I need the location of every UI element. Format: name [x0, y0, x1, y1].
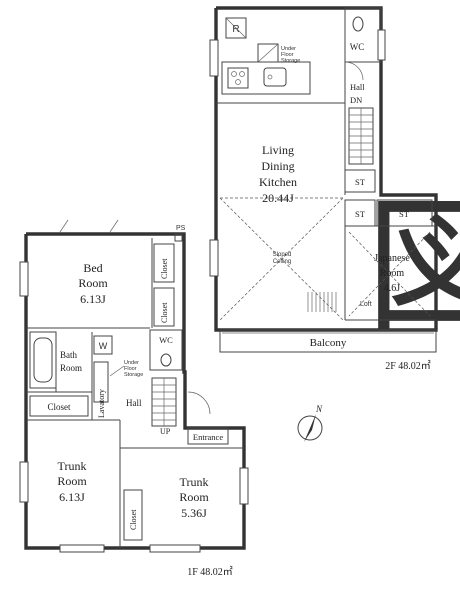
closet-trunk-label: Closet	[129, 509, 138, 530]
toilet-2f-icon	[352, 16, 364, 32]
bath-room-label-1: Bath	[60, 350, 77, 360]
under-floor-storage-2f-label-2: Floor	[281, 52, 294, 58]
compass-north-label: N	[315, 404, 323, 414]
loft-label: Loft	[360, 301, 372, 308]
kitchen-counter	[221, 61, 311, 95]
loft-ladder	[307, 292, 337, 312]
trunk-room-1-label-2: Room	[57, 474, 87, 488]
under-floor-storage-2f-label-3: Storage	[281, 58, 300, 64]
stairs-1f	[151, 377, 177, 427]
closet-horizontal-label: Closet	[47, 402, 71, 412]
lavatory-label: Lavatory	[97, 389, 106, 418]
trunk-room-2-label-1: Trunk	[180, 475, 209, 489]
fridge-label: R	[232, 24, 239, 35]
up-label: UP	[160, 427, 171, 436]
under-floor-storage-1f-label-2: Floor	[124, 366, 137, 372]
hall-1f-label: Hall	[126, 398, 142, 408]
ldk-label-1: Living	[262, 143, 294, 157]
balcony-label: Balcony	[310, 337, 347, 349]
storage-2f-3-label: ST	[399, 209, 410, 219]
closet-bedroom-2	[153, 287, 175, 327]
first-floor: Closet Closet PS Bed Room 6.13J Bath Roo…	[19, 219, 249, 553]
second-floor-area: 2F 48.02㎡	[385, 360, 431, 372]
trunk-room-2-size: 5.36J	[181, 506, 207, 520]
under-floor-storage-1f-label-3: Storage	[124, 372, 143, 378]
hall-2f-label: Hall	[350, 82, 365, 92]
toilet-1f-icon	[160, 353, 172, 367]
closet-bedroom-1	[153, 243, 175, 283]
under-floor-storage-2f-icon	[257, 43, 279, 63]
japanese-room-label-1: Japanese	[374, 253, 410, 264]
watermark: 図	[365, 184, 460, 352]
closet-bedroom-1-label: Closet	[160, 258, 169, 279]
washer-icon	[93, 335, 113, 355]
under-floor-storage-2f-label-1: Under	[281, 46, 296, 52]
bed-room-label-2: Room	[78, 276, 108, 290]
fridge-icon	[225, 17, 247, 39]
trunk-room-2-label-2: Room	[179, 490, 209, 504]
bed-room-size: 6.13J	[80, 292, 106, 306]
storage-2f-1-label: ST	[355, 177, 366, 187]
storage-2f-2-label: ST	[355, 209, 366, 219]
ldk-label-3: Kitchen	[259, 175, 297, 189]
north-arrow-icon	[304, 414, 316, 442]
sloped-ceiling-label-1: Sloped	[273, 252, 292, 258]
compass-circle	[297, 415, 323, 441]
japanese-room-size: 4.6J	[384, 283, 401, 294]
washer-label: W	[99, 341, 108, 351]
closet-bedroom-2-label: Closet	[160, 302, 169, 323]
under-floor-storage-1f-label-1: Under	[124, 360, 139, 366]
storage-2f-1	[344, 169, 376, 193]
closet-horizontal	[29, 395, 89, 417]
bath-room-label-2: Room	[60, 363, 82, 373]
trunk-room-1-size: 6.13J	[59, 490, 85, 504]
dn-label: DN	[350, 95, 362, 105]
compass: N	[297, 404, 323, 442]
wc-1f-label: WC	[159, 335, 173, 345]
balcony	[219, 329, 437, 353]
ps-label: PS	[176, 225, 186, 232]
wc-1f-room	[149, 329, 183, 371]
first-floor-area: 1F 48.02㎡	[187, 566, 233, 578]
bed-room-label-1: Bed	[83, 261, 102, 275]
second-floor: R Under Floor Storage WC Hall DN ST	[209, 6, 438, 353]
entrance	[187, 427, 229, 445]
japanese-room-label-2: Room	[380, 268, 405, 279]
sink-icon	[263, 67, 287, 87]
stairs-2f	[348, 107, 374, 165]
ldk-size: 20.44J	[262, 191, 294, 205]
ldk-label-2: Dining	[261, 159, 294, 173]
closet-trunk	[123, 489, 143, 541]
entrance-label: Entrance	[193, 432, 223, 442]
wc-2f-room	[344, 7, 382, 63]
sloped-ceiling-label-2: Ceiling	[273, 259, 291, 265]
stove-icon	[227, 67, 249, 89]
trunk-room-1-label-1: Trunk	[58, 459, 87, 473]
wc-2f-label: WC	[350, 42, 365, 52]
